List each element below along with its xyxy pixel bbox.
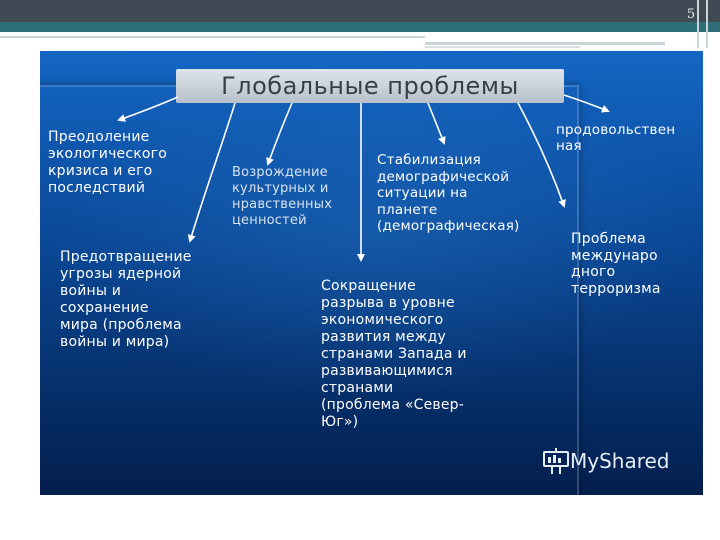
arrow-food [563, 94, 610, 113]
global-problems-diagram: Глобальные проблемы Преодоление экологич… [40, 51, 703, 495]
node-terrorism: Проблема междунаро дного терроризма [571, 231, 661, 297]
arrow-nuclear [187, 102, 236, 243]
top-accent-bar [0, 22, 720, 32]
decorative-line [697, 0, 699, 48]
arrows [117, 94, 610, 262]
decorative-line [425, 42, 665, 45]
watermark-text: MyShared [570, 449, 670, 473]
arrow-demography [427, 102, 446, 145]
node-culture: Возрождение культурных и нравственных це… [232, 165, 333, 228]
title-plate [176, 69, 564, 103]
top-bar [0, 0, 720, 22]
node-gap: Сокращение разрыва в уровне экономическо… [321, 278, 467, 430]
decorative-line [425, 46, 580, 48]
decorative-line [706, 0, 708, 48]
node-demography: Стабилизация демографической ситуации на… [377, 152, 520, 234]
slide-number: 5 [686, 7, 696, 22]
presentation-board-icon [543, 448, 569, 474]
decorative-line [0, 36, 425, 38]
arrow-terrorism [517, 102, 566, 208]
arrow-culture [266, 102, 293, 166]
diagram-title: Глобальные проблемы [221, 72, 519, 100]
arrow-ecology [117, 96, 179, 122]
node-food: продовольствен ная [556, 122, 676, 154]
node-ecology: Преодоление экологического кризиса и его… [48, 129, 167, 196]
node-nuclear: Предотвращение угрозы ядерной войны и со… [60, 249, 192, 350]
